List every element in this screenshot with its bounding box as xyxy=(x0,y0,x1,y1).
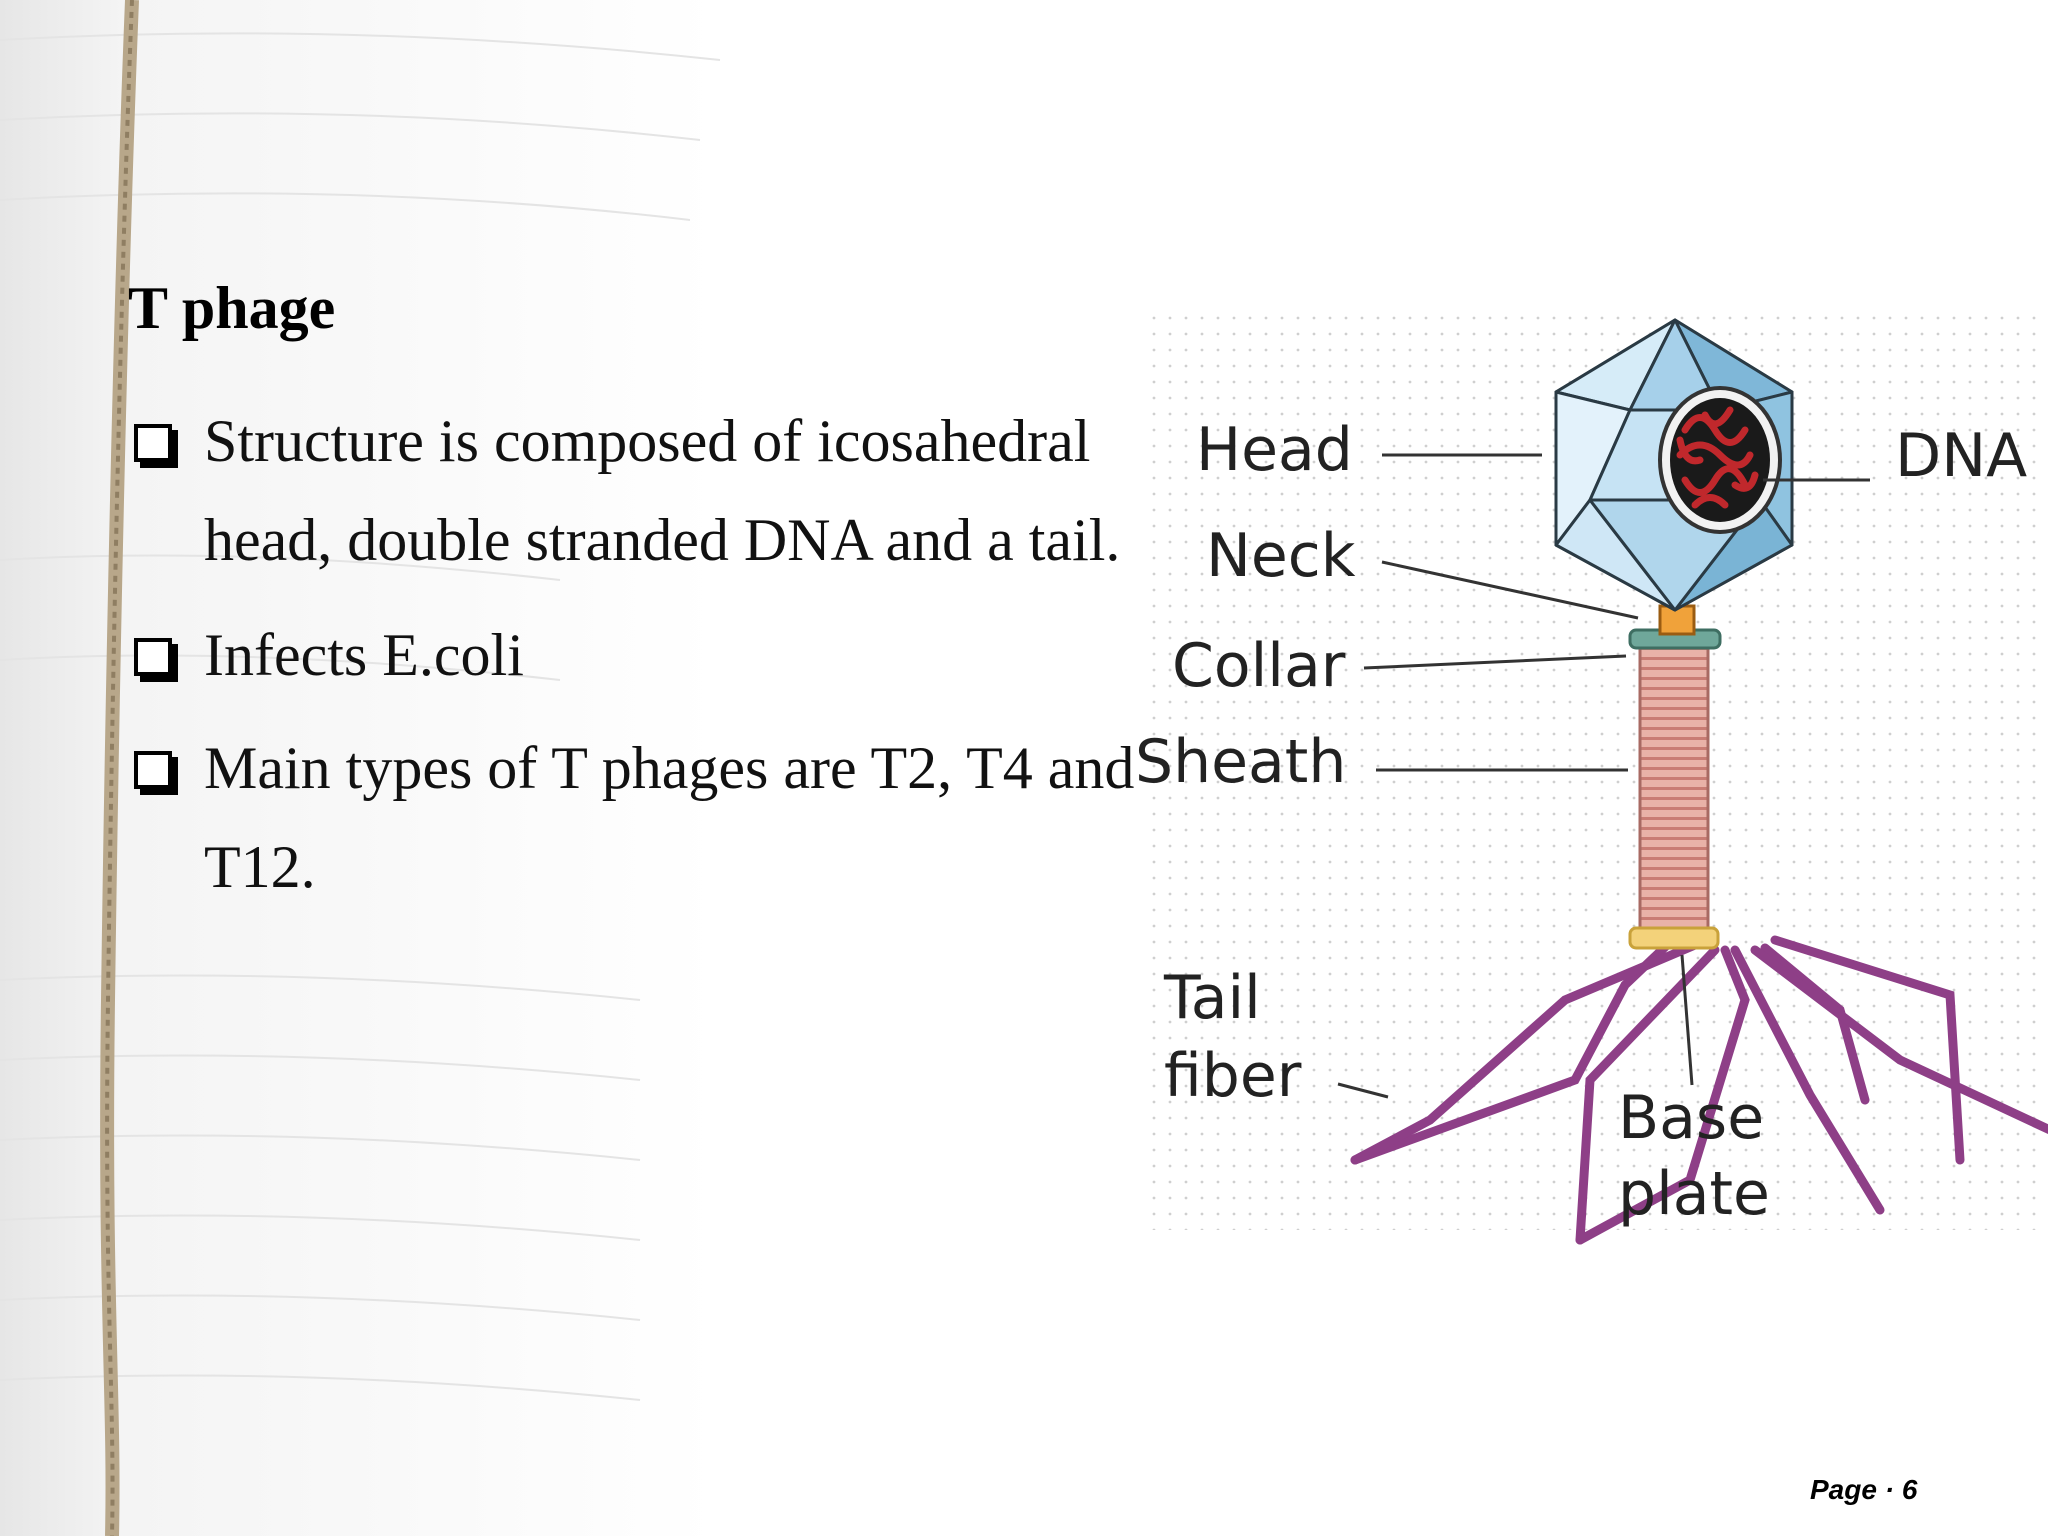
label-plate: plate xyxy=(1618,1159,1770,1229)
label-collar: Collar xyxy=(1172,631,1346,701)
label-base: Base xyxy=(1618,1083,1764,1153)
checkbox-bullet-icon xyxy=(134,424,172,462)
checkbox-bullet-icon xyxy=(134,638,172,676)
slide-title: T phage xyxy=(128,275,336,341)
checkbox-bullet-icon xyxy=(134,751,172,789)
tail-fibers xyxy=(1350,923,2048,1245)
bullet-text: Infects E.coli xyxy=(204,622,524,688)
label-neck: Neck xyxy=(1206,521,1356,591)
bullet-item: Infects E.coli xyxy=(128,606,1148,705)
base-plate xyxy=(1628,926,1720,950)
label-leader-lines xyxy=(1337,453,1870,1099)
label-fiber: fiber xyxy=(1164,1041,1302,1111)
label-tail: Tail xyxy=(1163,963,1261,1033)
page-value: 6 xyxy=(1901,1474,1918,1505)
label-sheath: Sheath xyxy=(1135,727,1346,797)
bullet-item: Main types of T phages are T2, T4 and T1… xyxy=(128,719,1148,917)
bullet-list: Structure is composed of icosahedral hea… xyxy=(128,392,1148,933)
label-head: Head xyxy=(1196,415,1353,485)
neck xyxy=(1658,604,1696,636)
page-separator: · xyxy=(1884,1474,1895,1505)
dna-strand xyxy=(1658,386,1782,534)
label-dna: DNA xyxy=(1895,421,2027,491)
sheath xyxy=(1638,638,1710,937)
page-label: Page xyxy=(1810,1474,1877,1505)
notebook-string-icon xyxy=(100,0,139,1536)
bullet-item: Structure is composed of icosahedral hea… xyxy=(128,392,1148,590)
bullet-text: Main types of T phages are T2, T4 and T1… xyxy=(204,735,1135,900)
bullet-text: Structure is composed of icosahedral hea… xyxy=(204,408,1121,573)
page-number: Page · 6 xyxy=(1810,1474,1917,1506)
t-phage-diagram: Head Neck Collar Sheath DNA Tail fiber B… xyxy=(1135,310,2048,1245)
